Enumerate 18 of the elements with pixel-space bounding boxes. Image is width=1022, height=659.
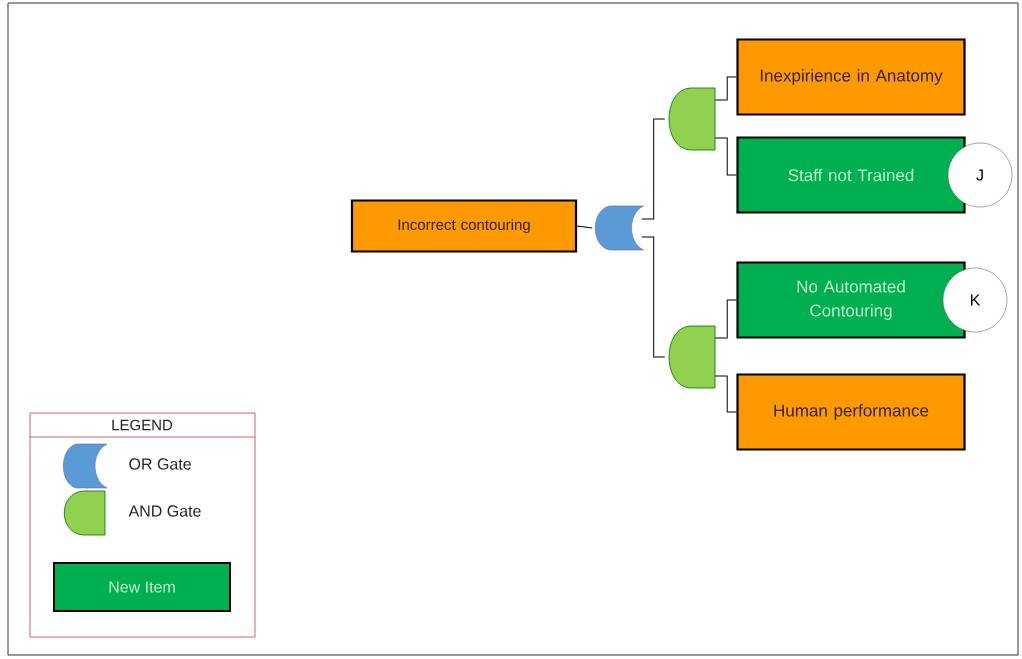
connector-line [641,236,666,358]
connector-line [576,225,593,229]
and-gate-symbol [668,87,716,151]
connector-line [714,76,737,101]
connector-line [714,137,737,176]
connector-line [714,375,737,413]
legend-text: AND Gate [128,505,201,517]
new-item-box: No Automated Contouring [736,261,966,339]
and-gate-symbol [668,325,716,389]
connector-line [641,118,666,220]
legend-heading: LEGEND [112,419,173,431]
or-gate-symbol [595,205,644,251]
new-item-box: Staff not Trained [736,136,966,214]
event-box: Human performance [736,373,966,451]
event-box: Inexpirience in Anatomy [736,38,966,116]
event-box: Incorrect contouring [350,199,578,253]
legend-text: OR Gate [129,458,191,470]
connector-line [714,299,737,339]
